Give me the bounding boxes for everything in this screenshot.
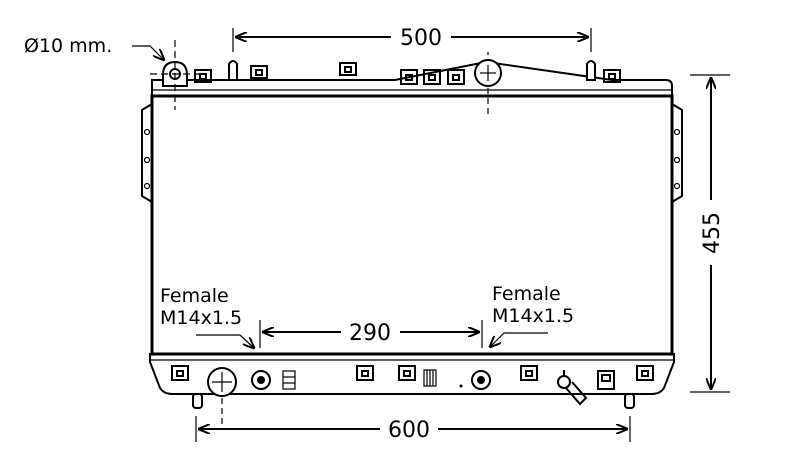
bottom-tank-fittings xyxy=(171,365,654,426)
dimension-label-290: 290 xyxy=(349,321,391,346)
right-top-pin xyxy=(586,60,596,81)
top-tank-clips xyxy=(194,62,621,85)
left-port-thread: M14x1.5 xyxy=(160,307,242,329)
right-port xyxy=(471,370,491,390)
left-top-pin xyxy=(228,60,238,81)
center-comb-fitting xyxy=(423,369,437,387)
bottom-tank xyxy=(149,353,675,395)
mount-hole-callout: Ø10 mm. xyxy=(24,35,164,60)
drain-plug xyxy=(557,370,588,406)
dimension-ports-290: 290 xyxy=(259,320,483,348)
dimension-label-455: 455 xyxy=(700,212,725,254)
top-filler-neck xyxy=(474,52,502,114)
left-port xyxy=(251,370,271,390)
dimension-label-600: 600 xyxy=(388,418,430,443)
right-foot xyxy=(624,393,635,409)
right-port-thread: M14x1.5 xyxy=(492,305,574,327)
right-port-type: Female xyxy=(492,283,561,305)
mount-hole-label: Ø10 mm. xyxy=(24,35,112,57)
dimension-height-455: 455 xyxy=(690,74,730,393)
dimension-bottom-600: 600 xyxy=(195,416,631,443)
dimension-label-500: 500 xyxy=(400,26,442,51)
left-port-type: Female xyxy=(160,285,229,307)
mounting-hole xyxy=(150,40,200,110)
left-port-callout: Female M14x1.5 xyxy=(160,285,254,348)
left-side-bracket xyxy=(141,103,153,203)
right-port-callout: Female M14x1.5 xyxy=(490,283,574,347)
radiator-body xyxy=(141,60,683,409)
left-foot xyxy=(192,393,203,409)
left-sensor xyxy=(282,370,296,390)
right-bottom-bracket xyxy=(597,370,615,390)
dimension-top-500: 500 xyxy=(232,26,592,52)
right-side-bracket xyxy=(671,103,683,203)
